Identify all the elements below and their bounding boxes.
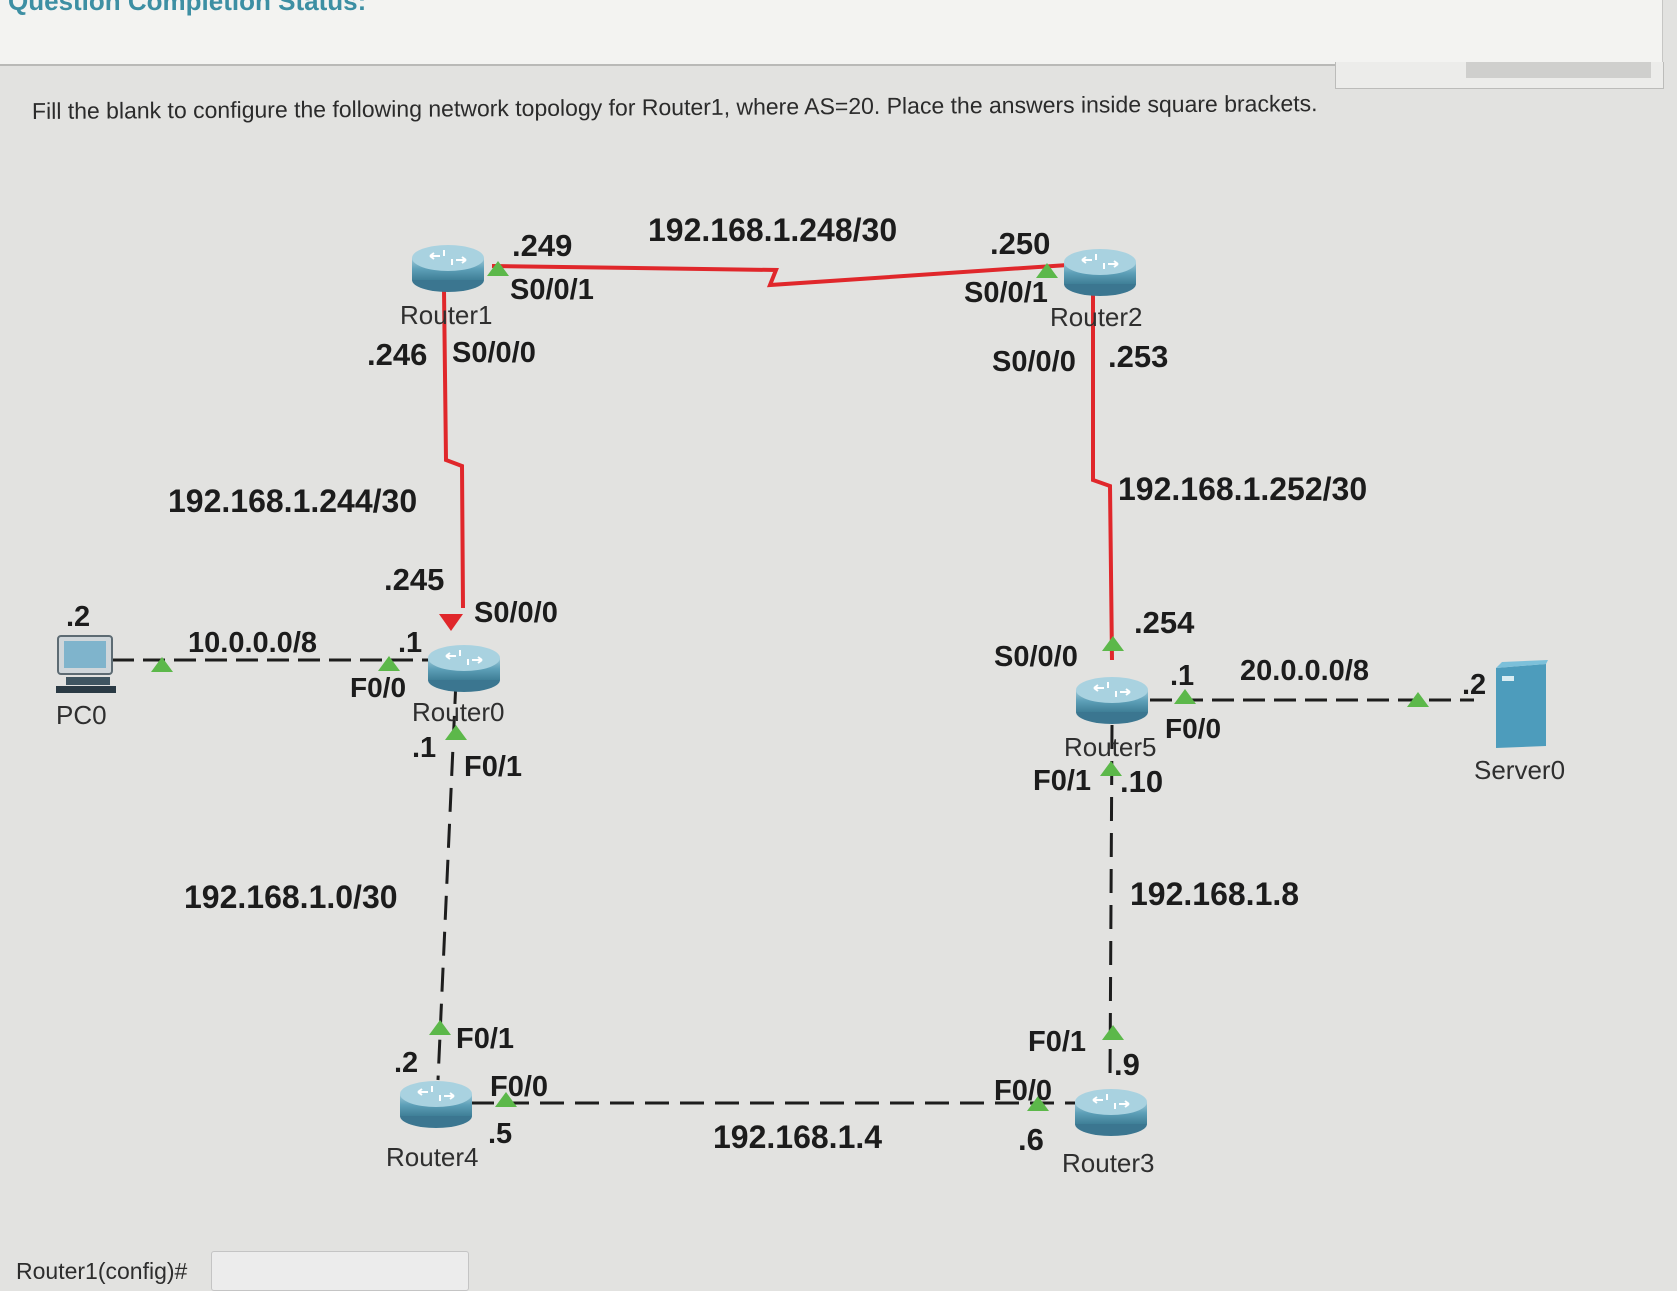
router5-f00-port: F0/0 [1165,713,1221,744]
link-router1-router0 [442,289,465,609]
router0-label: Router0 [412,697,505,727]
router4-f01-port: F0/1 [456,1023,514,1055]
router1-s000-port: S0/0/0 [452,337,536,369]
router0-f01-port: F0/1 [464,751,522,783]
router3-f00-port: F0/0 [994,1075,1052,1107]
router2-s000-ip: .253 [1108,339,1168,374]
pc0-ip: .2 [66,601,90,633]
router0-s000-ip: .245 [384,562,444,597]
router5-s000-ip: .254 [1134,605,1195,640]
pc0-icon[interactable] [56,635,116,693]
link-router1-router2 [491,263,1069,288]
port-up-indicator [445,725,467,740]
router3-f00-ip: .6 [1018,1122,1044,1157]
server0-label: Server0 [1474,755,1565,785]
router1-icon[interactable] [411,244,485,293]
port-up-indicator [1102,636,1124,651]
port-up-indicator [1174,689,1196,704]
port-down-indicator [439,614,463,631]
network-label-r1-r0: 192.168.1.244/30 [168,483,417,519]
link-router5-router3 [1108,724,1114,1081]
router1-label: Router1 [400,300,493,330]
port-up-indicator [429,1020,451,1035]
router1-s000-ip: .246 [367,337,427,372]
completion-status-bar [1466,62,1651,78]
question-completion-status-title: Question Completion Status: [8,0,367,16]
link-router0-router4 [436,679,458,1081]
router0-f00-ip: .1 [398,627,422,659]
router4-f00-ip: .5 [488,1118,512,1150]
router2-s000-port: S0/0/0 [992,346,1076,378]
link-router2-router5 [1091,292,1114,661]
network-label-server-lan: 20.0.0.0/8 [1240,655,1369,687]
router0-f00-port: F0/0 [350,672,406,703]
port-up-indicator [1100,761,1122,776]
router3-icon[interactable] [1074,1088,1148,1137]
pc0-label: PC0 [56,700,107,730]
port-up-indicator [1407,692,1429,707]
router4-f00-port: F0/0 [490,1071,548,1103]
port-up-indicator [378,656,400,671]
router0-f01-ip: .1 [412,732,436,764]
router3-label: Router3 [1062,1148,1155,1178]
router5-icon[interactable] [1075,676,1149,725]
router1-s001-ip: .249 [512,228,572,263]
router2-s001-port: S0/0/1 [964,277,1048,309]
port-up-indicator [487,261,509,276]
port-up-indicator [1102,1025,1124,1040]
router5-f00-ip: .1 [1170,660,1194,692]
router3-f01-ip: .9 [1114,1047,1140,1082]
port-up-indicator [151,657,173,672]
config-prompt-label: Router1(config)# [16,1258,188,1284]
port-up-indicator [495,1092,517,1107]
router4-label: Router4 [386,1142,479,1172]
network-label-r0-r4: 192.168.1.0/30 [184,879,398,915]
network-label-r1-r2: 192.168.1.248/30 [648,212,897,248]
network-label-r4-r3: 192.168.1.4 [713,1119,882,1155]
server0-icon[interactable] [1496,660,1548,748]
question-status-panel: Question Completion Status: [0,0,1663,66]
router5-label: Router5 [1064,732,1157,762]
router2-label: Router2 [1050,302,1143,332]
network-label-r2-r5: 192.168.1.252/30 [1118,471,1367,507]
router4-icon[interactable] [399,1080,473,1129]
router5-s000-port: S0/0/0 [994,641,1078,673]
router0-icon[interactable] [427,644,501,693]
router3-f01-port: F0/1 [1028,1026,1086,1058]
server0-ip: .2 [1462,669,1486,701]
completion-status-box [1335,62,1664,89]
router1-s001-port: S0/0/1 [510,274,594,306]
port-up-indicator [1036,263,1058,278]
network-label-r5-r3: 192.168.1.8 [1130,876,1299,912]
router4-f01-ip: .2 [394,1047,418,1079]
router2-s001-ip: .250 [990,226,1050,261]
router5-f01-ip: .10 [1120,764,1163,799]
router5-f01-port: F0/1 [1033,765,1091,797]
router2-icon[interactable] [1063,248,1137,297]
network-label-pc-lan: 10.0.0.0/8 [188,627,317,659]
answer-input[interactable] [211,1251,469,1291]
router0-s000-port: S0/0/0 [474,597,558,629]
port-up-indicator [1027,1096,1049,1111]
